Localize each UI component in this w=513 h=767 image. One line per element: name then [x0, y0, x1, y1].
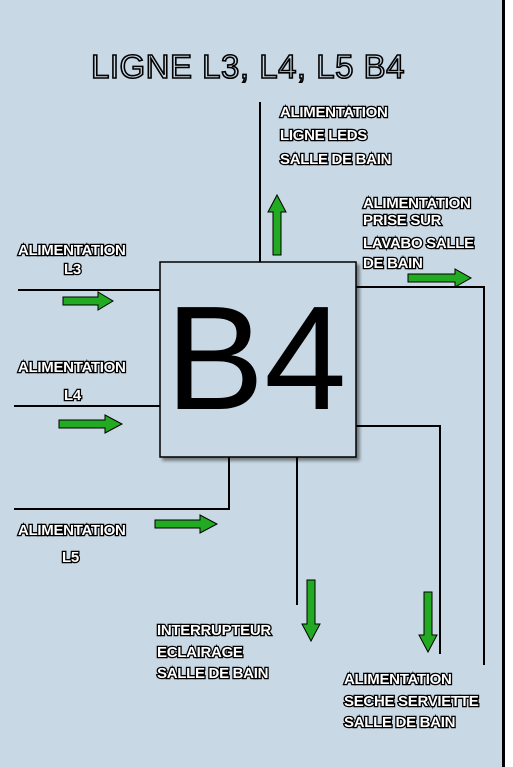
- label-in-l3-line1: ALIMENTATION: [18, 242, 126, 259]
- arrow-down-icon: [301, 579, 321, 643]
- arrow-right-icon: [154, 514, 219, 534]
- label-out-prise-line2: PRISE SUR: [363, 212, 442, 229]
- label-in-l4-line1: ALIMENTATION: [18, 359, 126, 376]
- label-out-interrupteur-line1: INTERRUPTEUR: [157, 622, 271, 639]
- wires: [14, 102, 485, 665]
- label-in-l3-line2: L3: [64, 261, 81, 278]
- label-in-l5-line1: ALIMENTATION: [18, 522, 126, 539]
- junction-box-b4: B4: [159, 261, 357, 458]
- label-in-l4-line2: L4: [64, 387, 82, 404]
- label-out-interrupteur-line3: SALLE DE BAIN: [157, 665, 268, 682]
- labels: ALIMENTATION L3 ALIMENTATION L4 ALIMENTA…: [17, 103, 481, 733]
- arrow-up-icon: [267, 193, 287, 256]
- label-out-leds-line1: ALIMENTATION: [280, 104, 388, 121]
- wire-in-l5: [14, 457, 230, 510]
- label-in-l5-line2: L5: [62, 549, 79, 566]
- label-out-prise-line4: DE BAIN: [363, 255, 423, 272]
- junction-box: [159, 261, 357, 458]
- label-out-leds-line2: LIGNE LEDS: [280, 127, 367, 144]
- arrow-right-icon: [62, 291, 114, 311]
- wire-out-seche: [356, 425, 441, 654]
- label-out-prise-line1: ALIMENTATION: [363, 195, 471, 212]
- wire-out-prise: [356, 286, 485, 665]
- arrows: [58, 193, 473, 654]
- arrow-right-icon: [58, 414, 124, 434]
- box-label: B4: [165, 276, 346, 441]
- diagram-title: LIGNE L3, L4, L5 B4: [91, 48, 405, 85]
- label-out-interrupteur-line2: ECLAIRAGE: [157, 644, 243, 661]
- label-out-seche-line2: SECHE SERVIETTE: [344, 693, 479, 710]
- arrow-right-icon: [407, 268, 473, 288]
- label-out-seche-line3: SALLE DE BAIN: [344, 714, 455, 731]
- arrow-down-icon: [418, 591, 438, 654]
- label-out-leds-line3: SALLE DE BAIN: [280, 151, 391, 168]
- label-out-prise-line3: LAVABO SALLE: [363, 235, 474, 252]
- label-out-seche-line1: ALIMENTATION: [344, 671, 452, 688]
